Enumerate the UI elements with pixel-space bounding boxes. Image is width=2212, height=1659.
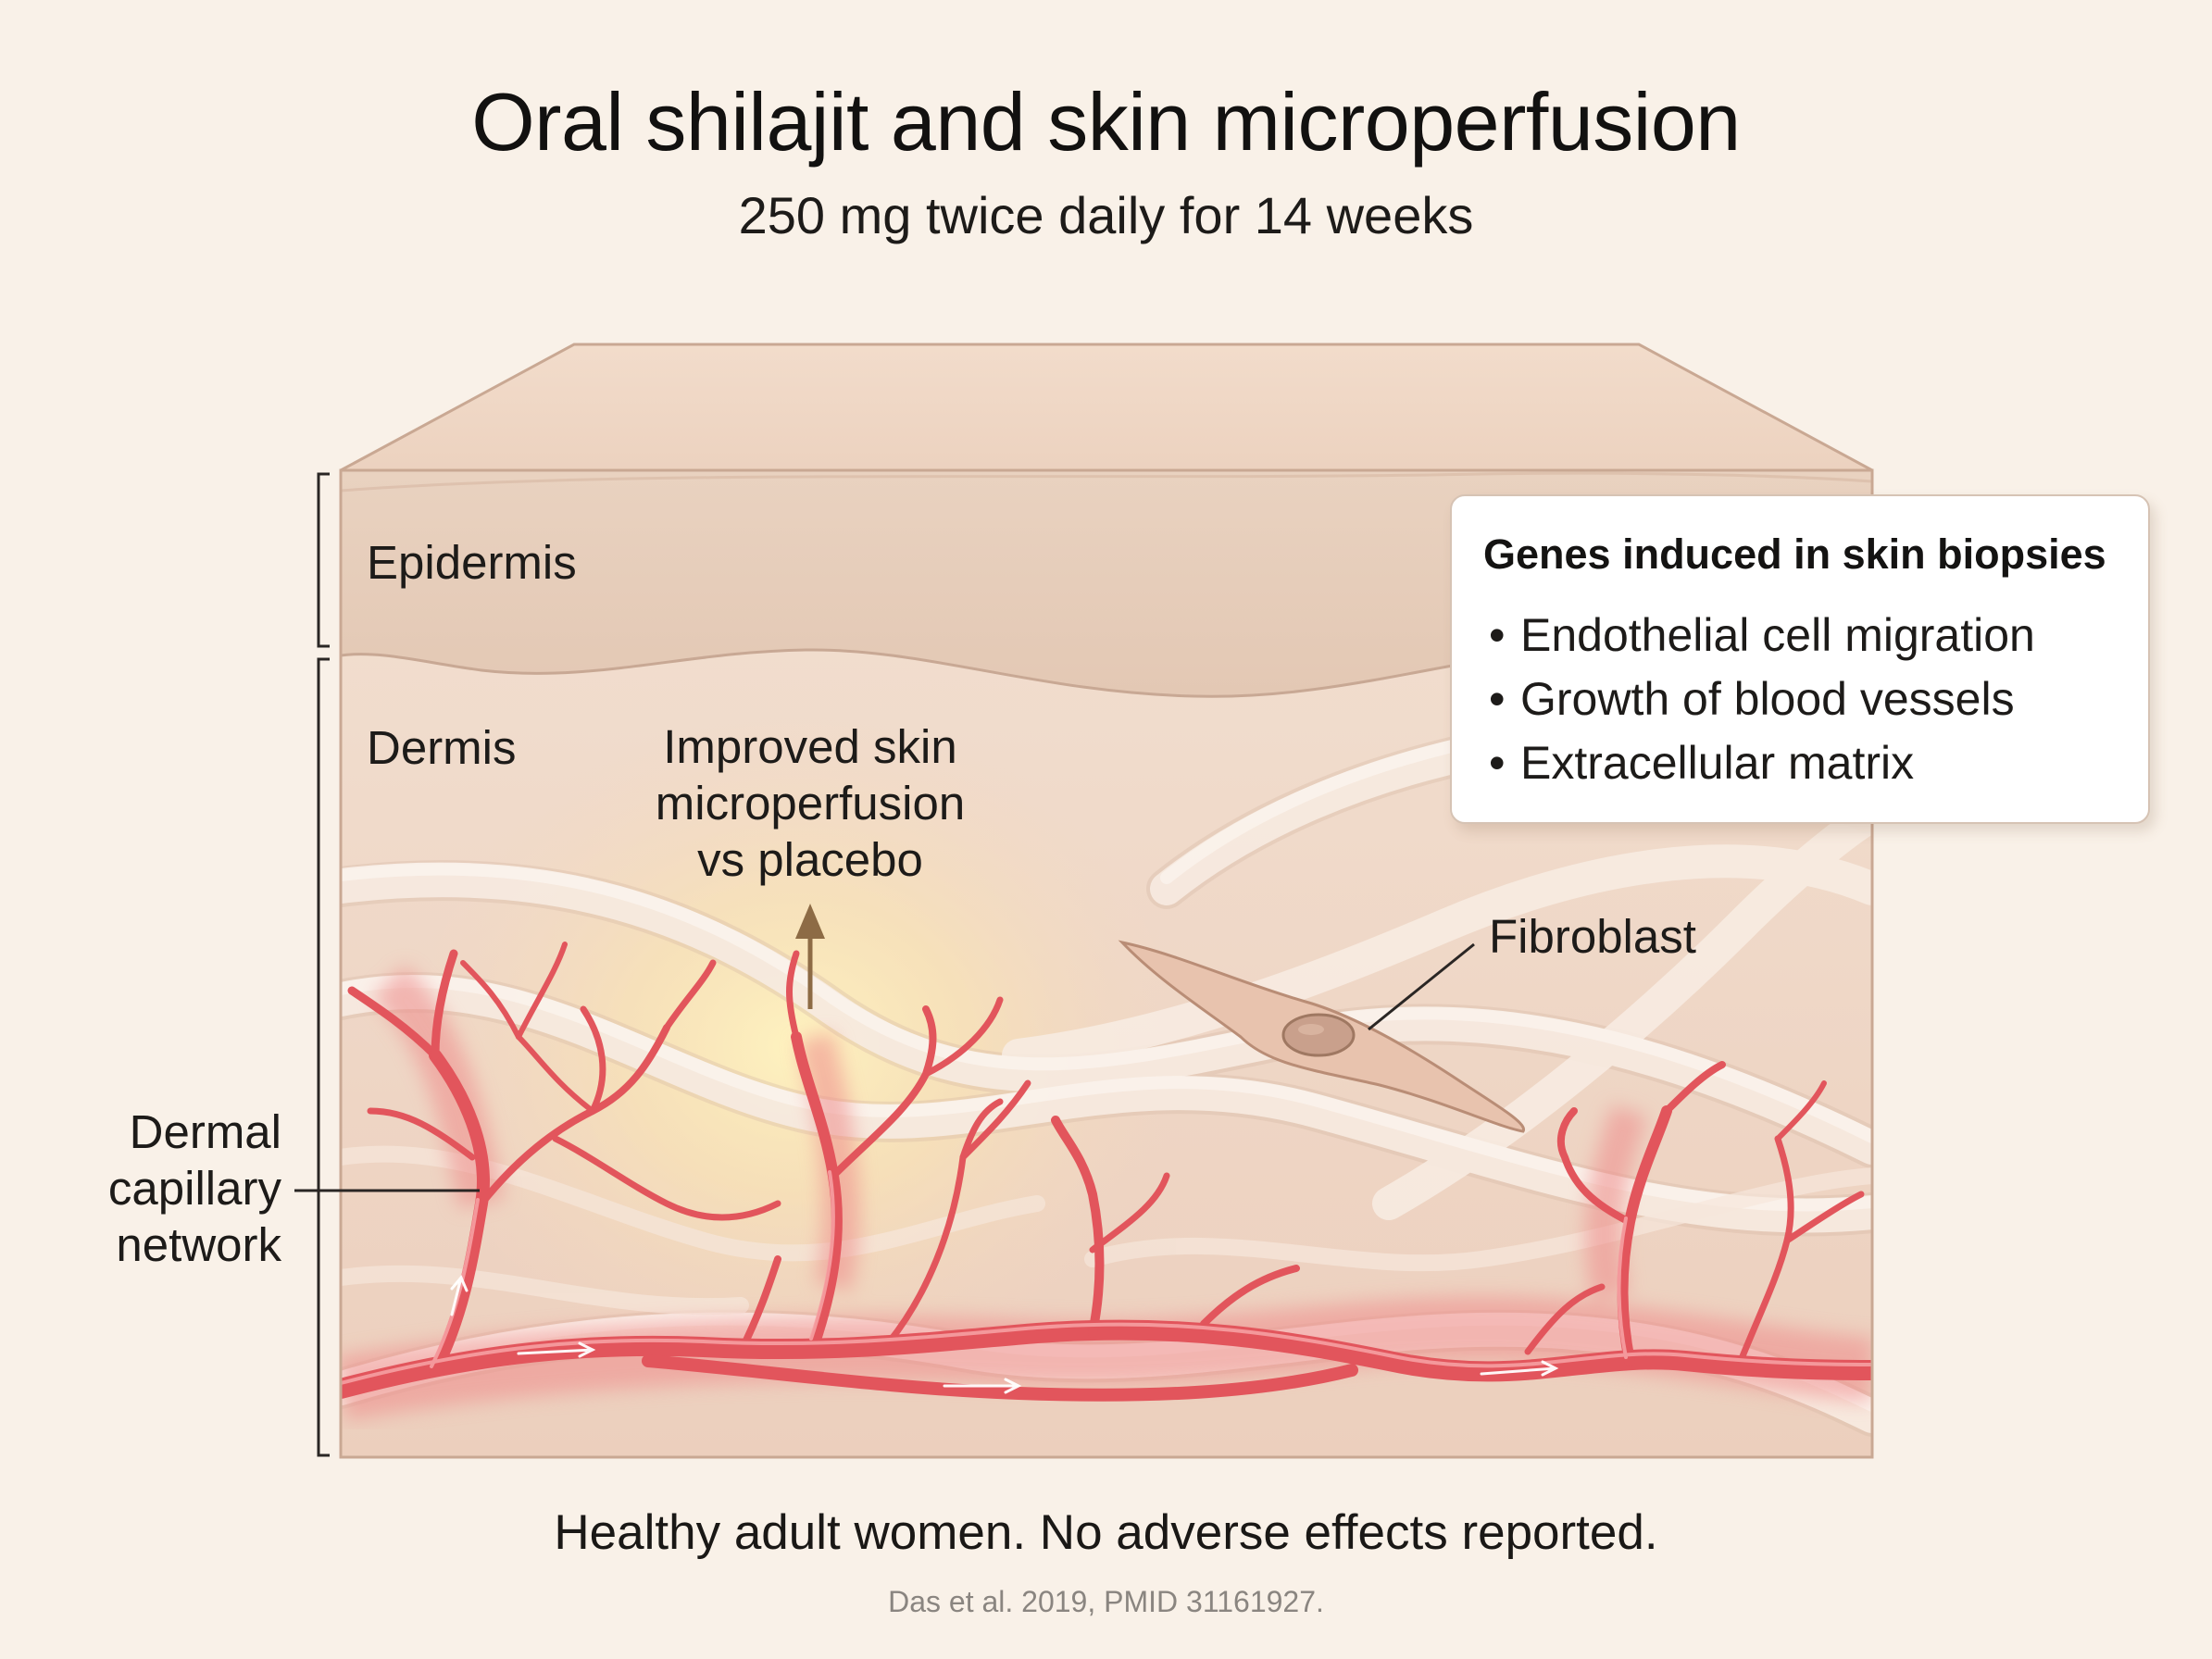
- epidermis-bracket: [317, 472, 330, 648]
- gene-item-text: Growth of blood vessels: [1520, 673, 2015, 725]
- epidermis-label: Epidermis: [367, 536, 577, 589]
- perfusion-increase-arrow: [795, 904, 825, 1009]
- page-subtitle: 250 mg twice daily for 14 weeks: [738, 186, 1474, 244]
- bullet-icon: •: [1489, 609, 1506, 661]
- genes-box-title: Genes induced in skin biopsies: [1483, 530, 2106, 578]
- skin-top-surface: [340, 343, 1873, 472]
- dermis-label: Dermis: [367, 721, 517, 774]
- list-item: • Endothelial cell migration: [1483, 604, 2120, 667]
- gene-item-text: Extracellular matrix: [1520, 737, 1915, 789]
- effect-label: Improved skin microperfusion vs placebo: [593, 718, 1028, 888]
- effect-label-line: microperfusion: [655, 777, 966, 830]
- page-title: Oral shilajit and skin microperfusion: [471, 76, 1741, 168]
- genes-induced-box: Genes induced in skin biopsies • Endothel…: [1450, 494, 2150, 824]
- capillary-label-line: capillary: [107, 1162, 281, 1215]
- footnote: Healthy adult women. No adverse effects …: [554, 1505, 1658, 1560]
- fibroblast-leader-line: [1368, 942, 1475, 1031]
- capillary-label-line: Dermal: [129, 1105, 281, 1158]
- capillary-label-line: network: [116, 1218, 281, 1271]
- fibroblast-cell: [1118, 940, 1525, 1133]
- list-item: • Growth of blood vessels: [1483, 667, 2120, 731]
- genes-list: • Endothelial cell migration • Growth of b…: [1483, 604, 2120, 795]
- fibroblast-nucleus: [1281, 1013, 1356, 1057]
- capillary-vessels: [341, 942, 1872, 1402]
- citation: Das et al. 2019, PMID 31161927.: [888, 1585, 1324, 1618]
- capillary-network-label: Dermal capillary network: [56, 1104, 281, 1273]
- dermis-bracket: [317, 657, 330, 1457]
- gene-item-text: Endothelial cell migration: [1520, 609, 2035, 661]
- effect-label-line: Improved skin: [663, 720, 957, 773]
- list-item: • Extracellular matrix: [1483, 731, 2120, 795]
- effect-label-line: vs placebo: [697, 833, 923, 886]
- bullet-icon: •: [1489, 673, 1506, 725]
- bullet-icon: •: [1489, 737, 1506, 789]
- fibroblast-label: Fibroblast: [1489, 910, 1696, 963]
